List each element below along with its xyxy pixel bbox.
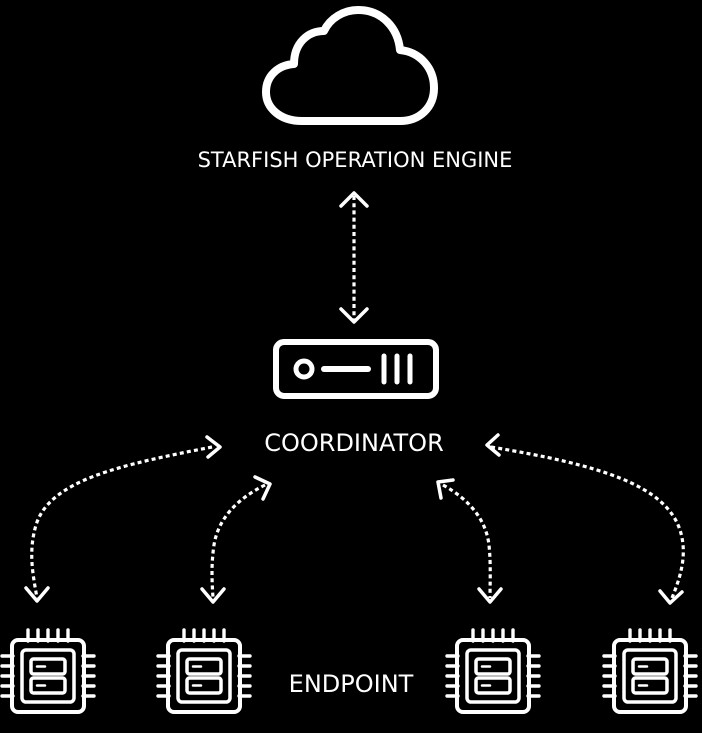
endpoint-chip-icon — [445, 628, 541, 714]
coordinator-endpoint-2-arrow — [200, 475, 272, 604]
coordinator-endpoint-3-arrow — [436, 478, 503, 604]
endpoint-chip-icon — [602, 628, 698, 714]
endpoint-chip-icon — [0, 628, 96, 714]
engine-label: STARFISH OPERATION ENGINE — [198, 148, 513, 172]
endpoint-chip-icon — [156, 628, 252, 714]
server-icon — [273, 339, 439, 399]
coordinator-label: COORDINATOR — [264, 429, 444, 457]
engine-coordinator-arrow — [339, 191, 369, 324]
endpoint-label: ENDPOINT — [289, 670, 414, 698]
coordinator-endpoint-4-arrow — [485, 433, 685, 605]
coordinator-endpoint-1-arrow — [24, 435, 222, 603]
cloud-icon — [262, 6, 438, 125]
